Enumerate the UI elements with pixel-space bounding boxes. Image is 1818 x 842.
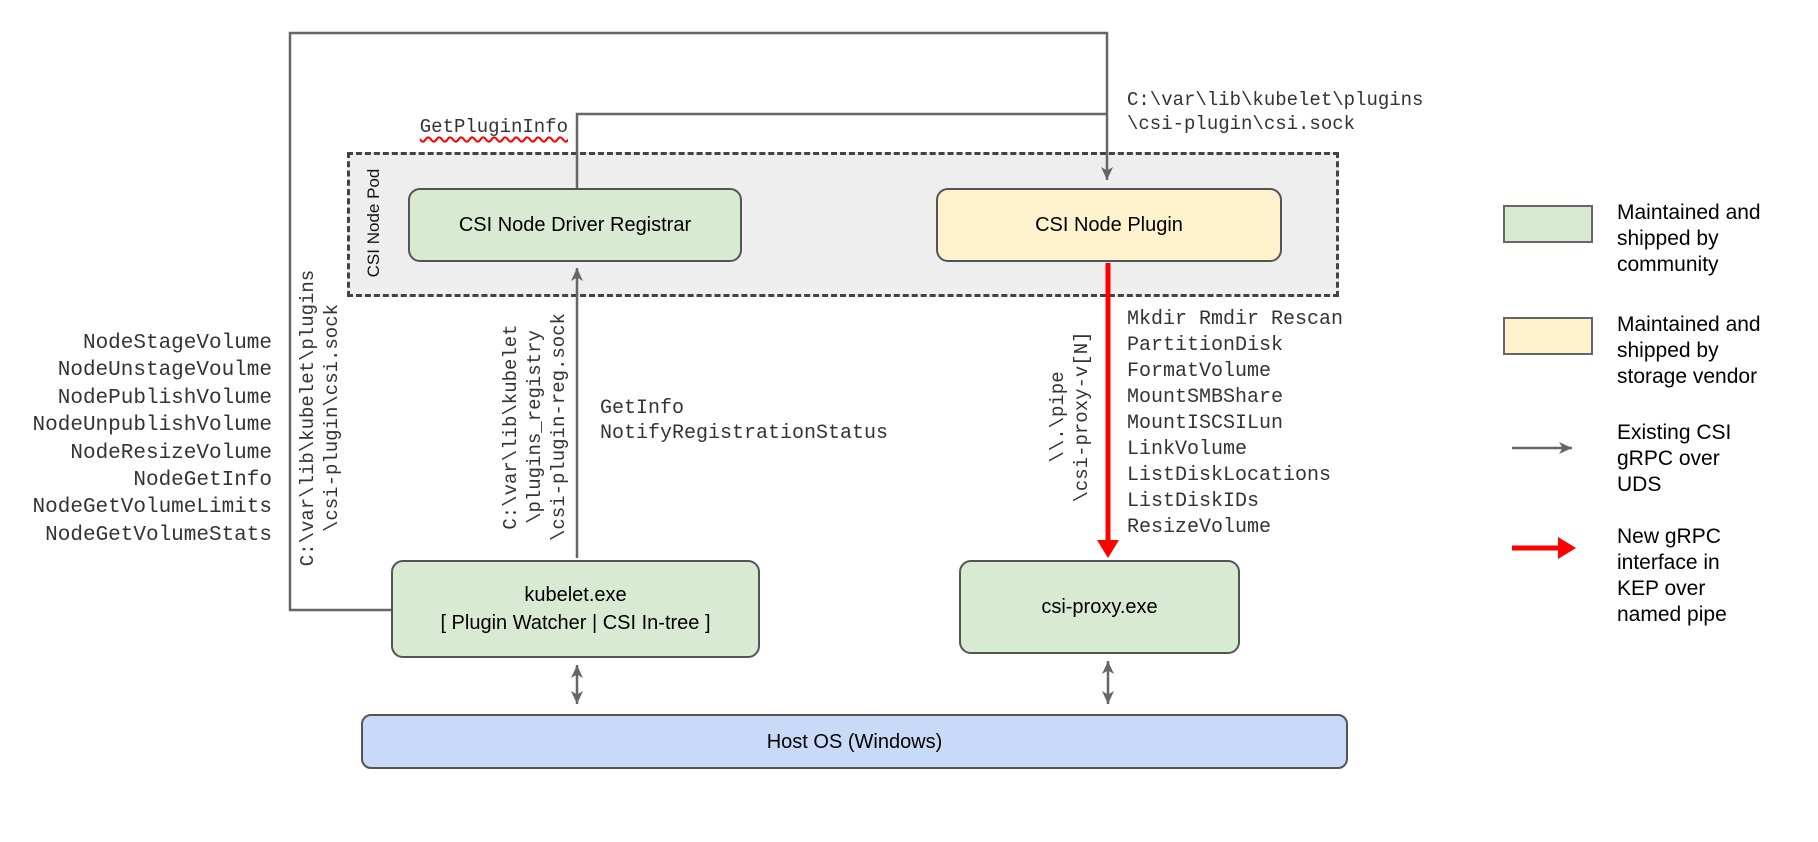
- get-plugin-info-label: GetPluginInfo: [419, 116, 568, 138]
- proxy-rpc-item: ListDiskIDs: [1127, 490, 1260, 513]
- csi-proxy-box: csi-proxy.exe: [959, 560, 1240, 654]
- proxy-rpc-item: Mkdir Rmdir Rescan: [1127, 308, 1344, 331]
- proxy-rpc-item: FormatVolume: [1127, 360, 1272, 383]
- csi-proxy-label: csi-proxy.exe: [1041, 596, 1158, 618]
- node-rpc-item: NodePublishVolume: [57, 386, 272, 410]
- legend-community-swatch: [1503, 205, 1593, 243]
- proxy-rpc-item: MountISCSILun: [1127, 412, 1284, 435]
- csi-node-driver-registrar-box: CSI Node Driver Registrar: [408, 188, 742, 262]
- registrar-label: CSI Node Driver Registrar: [458, 214, 692, 236]
- named-pipe-path-vertical-label: \\.\pipe \csi-proxy-v[N]: [1047, 331, 1093, 503]
- proxy-rpc-item: MountSMBShare: [1127, 386, 1284, 409]
- host-os-label: Host OS (Windows): [766, 730, 943, 753]
- kubelet-subtitle: [ Plugin Watcher | CSI In-tree ]: [440, 612, 711, 634]
- csi-node-pod-label: CSI Node Pod: [364, 168, 383, 278]
- host-os-box: Host OS (Windows): [361, 714, 1348, 769]
- kubelet-title: kubelet.exe: [524, 584, 627, 606]
- legend-vendor-swatch: [1503, 317, 1593, 355]
- legend-existing-grpc-label: Existing CSI gRPC over UDS: [1617, 421, 1732, 496]
- node-rpc-item: NodeResizeVolume: [70, 441, 272, 465]
- proxy-rpc-item: ResizeVolume: [1127, 516, 1272, 539]
- node-rpc-item: NodeStageVolume: [82, 332, 272, 355]
- legend-community-label: Maintained and shipped by community: [1617, 201, 1761, 276]
- proxy-rpc-item: ListDiskLocations: [1127, 464, 1332, 487]
- node-rpc-item: NodeGetVolumeStats: [45, 523, 272, 547]
- node-rpc-item: NodeUnstageVoulme: [57, 359, 272, 383]
- node-rpc-item: NodeGetInfo: [133, 469, 272, 493]
- registry-sock-path-vertical-label: C:\var\lib\kubelet \plugins_registry \cs…: [500, 312, 570, 542]
- legend-new-grpc-label: New gRPC interface in KEP over named pip…: [1617, 525, 1727, 626]
- registrar-calls-label: GetInfo NotifyRegistrationStatus: [600, 397, 889, 445]
- csi-sock-path-label: C:\var\lib\kubelet\plugins \csi-plugin\c…: [1127, 89, 1424, 135]
- wire-kubelet-to-plugin: [288, 31, 1113, 612]
- proxy-rpc-item: PartitionDisk: [1127, 334, 1284, 357]
- plugin-label: CSI Node Plugin: [1035, 214, 1183, 236]
- legend-vendor-label: Maintained and shipped by storage vendor: [1617, 313, 1761, 388]
- node-rpc-item: NodeGetVolumeLimits: [32, 496, 272, 520]
- wire-registrar-to-plugin: [575, 112, 1107, 188]
- proxy-rpc-item: LinkVolume: [1127, 438, 1248, 461]
- node-rpc-item: NodeUnpublishVolume: [32, 414, 272, 438]
- kubelet-box: kubelet.exe [ Plugin Watcher | CSI In-tr…: [391, 560, 760, 658]
- csi-sock-path-vertical-label: C:\var\lib\kubelet\plugins \csi-plugin\c…: [297, 269, 343, 567]
- csi-node-plugin-box: CSI Node Plugin: [936, 188, 1282, 262]
